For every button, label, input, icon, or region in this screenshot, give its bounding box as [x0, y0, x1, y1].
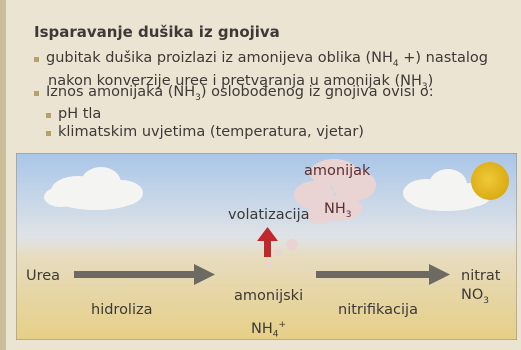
bullet-line: nakon konverzije uree i pretvaranja u am… [48, 72, 434, 92]
no3-formula: NO3 [461, 287, 489, 306]
bubble-icon [286, 239, 298, 251]
bullet-marker [46, 113, 51, 118]
sun-icon [471, 162, 509, 200]
diagram-graphic [16, 153, 517, 340]
hydrolysis-arrow [74, 264, 215, 285]
nh3-formula: NH3 [324, 201, 352, 220]
bubble-icon [274, 249, 282, 257]
cloud-icon [44, 167, 143, 210]
bullet-marker [34, 57, 39, 62]
hidroliza-label: hidroliza [91, 302, 153, 318]
sub-bullet-item: pH tla [46, 106, 364, 124]
sub-bullet-list: pH tla klimatskim uvjetima (temperatura,… [46, 106, 364, 142]
nitrification-arrow [316, 264, 450, 285]
amonijak-label: amonijak [304, 163, 371, 179]
bullet-list: gubitak dušika proizlazi iz amonijeva ob… [34, 50, 488, 103]
bullet-line: gubitak dušika proizlazi iz amonijeva ob… [46, 50, 488, 69]
cloud-icon [403, 169, 491, 211]
panel-heading: Isparavanje dušika iz gnojiva [34, 23, 280, 41]
nitrifikacija-label: nitrifikacija [338, 302, 418, 318]
bullet-item-amount: Iznos amonijaka (NH3) oslobođenog iz gno… [34, 84, 488, 103]
urea-label: Urea [26, 268, 61, 284]
volatizacija-label: volatizacija [228, 207, 310, 223]
nh4-formula: NH4+ [251, 320, 287, 340]
volatilization-diagram: amonijak NH3 volatizacija Urea hidroliza… [16, 153, 517, 340]
bullet-marker [46, 131, 51, 136]
nitrat-label: nitrat [461, 268, 501, 284]
bullet-item-conversion: gubitak dušika proizlazi iz amonijeva ob… [34, 50, 488, 92]
bubble-icon [266, 262, 272, 268]
amonijski-label: amonijski [234, 288, 304, 304]
volatilization-arrow [257, 227, 278, 257]
bullet-marker [34, 91, 39, 96]
ammonia-cloud-icon [294, 159, 376, 224]
sub-bullet-item: klimatskim uvjetima (temperatura, vjetar… [46, 124, 364, 142]
